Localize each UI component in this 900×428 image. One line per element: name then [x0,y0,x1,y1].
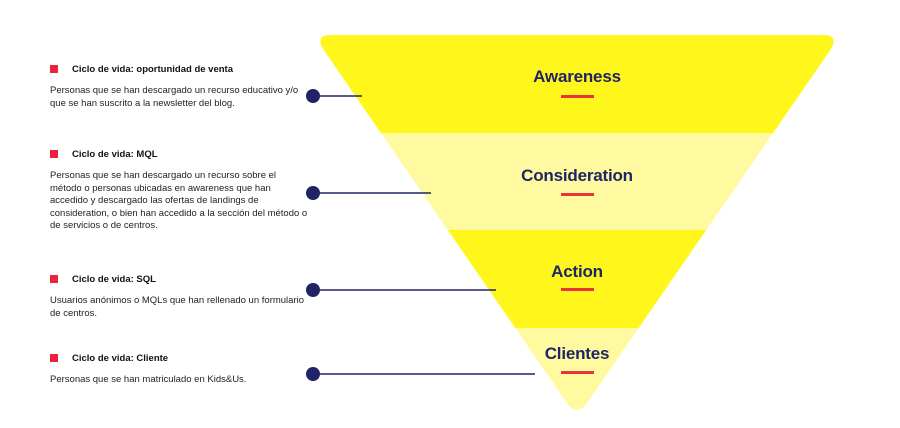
legend-description: Personas que se han descargado un recurs… [50,85,299,109]
stage-underline [561,371,594,374]
stage-label-clientes: Clientes [544,344,610,363]
legend-description: Personas que se han matriculado en Kids&… [50,374,247,385]
connector-dot-icon [306,89,320,103]
legend-square-icon [50,275,58,283]
funnel-band-awareness [320,35,834,133]
legend-title: Ciclo de vida: MQL [72,148,158,160]
stage-label-consideration: Consideration [521,166,633,185]
stage-label-action: Action [551,262,603,281]
legend-item-sql: Ciclo de vida: SQL Usuarios anónimos o M… [50,272,310,320]
legend-title: Ciclo de vida: SQL [72,273,156,285]
stage-underline [561,95,594,98]
funnel-band-action [430,230,724,328]
legend-item-oportunidad: Ciclo de vida: oportunidad de venta Pers… [50,62,310,110]
stage-underline [561,193,594,196]
legend-description: Usuarios anónimos o MQLs que han rellena… [50,295,304,319]
connector-dot-icon [306,283,320,297]
legend-description: Personas que se han descargado un recurs… [50,170,308,231]
stage-underline [561,288,594,291]
legend-square-icon [50,150,58,158]
legend-square-icon [50,65,58,73]
legend-item-cliente: Ciclo de vida: Cliente Personas que se h… [50,351,310,387]
funnel-band-consideration [364,133,790,230]
legend-square-icon [50,354,58,362]
legend-title: Ciclo de vida: oportunidad de venta [72,63,233,75]
legend-item-mql: Ciclo de vida: MQL Personas que se han d… [50,147,310,233]
stage-label-awareness: Awareness [533,67,621,86]
connector-dot-icon [306,186,320,200]
connector-dot-icon [306,367,320,381]
legend-title: Ciclo de vida: Cliente [72,352,169,364]
